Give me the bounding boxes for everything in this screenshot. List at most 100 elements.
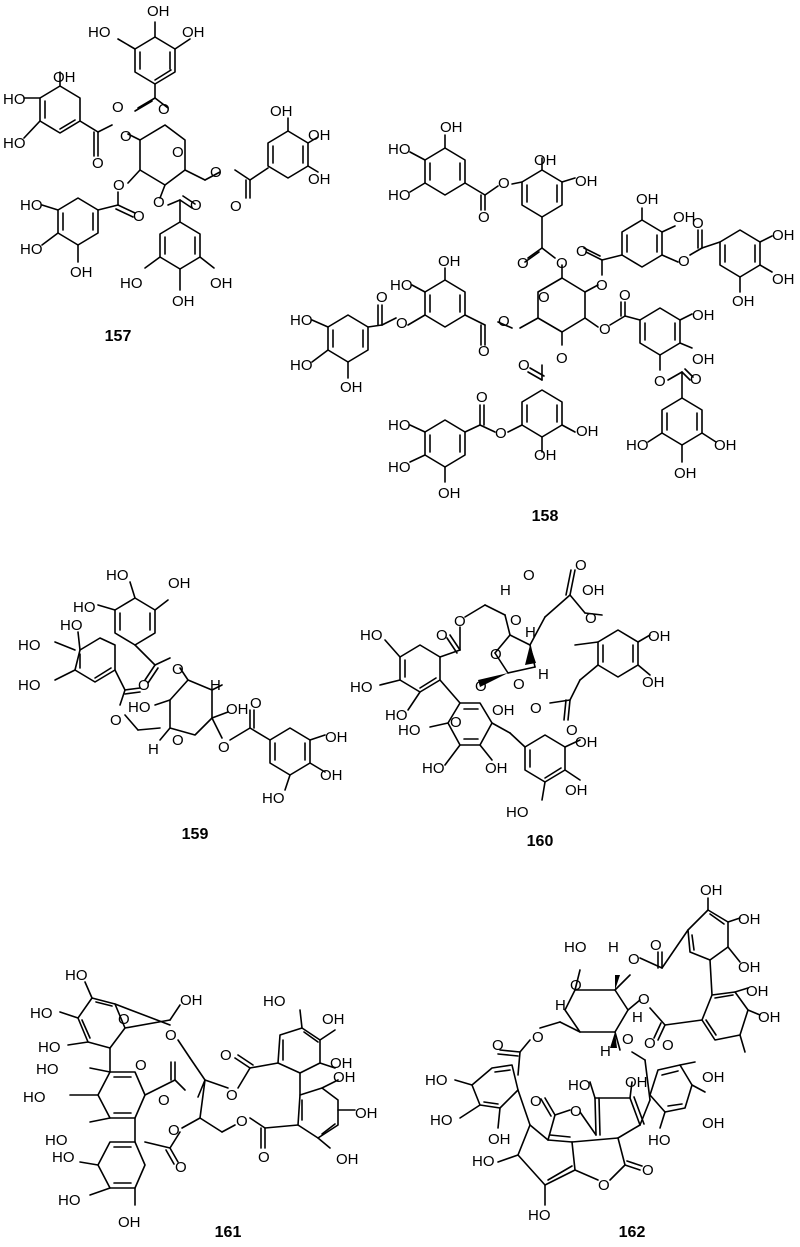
svg-text:OH: OH (575, 173, 598, 190)
svg-text:O: O (110, 712, 122, 729)
svg-text:O: O (258, 1149, 270, 1166)
svg-text:OH: OH (438, 485, 461, 502)
svg-text:OH: OH (702, 1069, 725, 1086)
svg-text:H: H (608, 939, 619, 956)
svg-text:O: O (654, 373, 666, 390)
svg-text:O: O (570, 977, 582, 994)
svg-text:OH: OH (534, 447, 557, 464)
svg-text:H: H (555, 997, 566, 1014)
svg-text:O: O (478, 209, 490, 226)
svg-text:O: O (538, 289, 550, 306)
svg-text:O: O (523, 567, 535, 584)
svg-text:O: O (490, 646, 502, 663)
svg-text:HO: HO (385, 707, 408, 724)
svg-text:O: O (622, 1031, 634, 1048)
compound-label-160: 160 (526, 833, 554, 850)
svg-text:O: O (172, 732, 184, 749)
svg-text:O: O (138, 677, 150, 694)
svg-text:O: O (236, 1113, 248, 1130)
svg-text:HO: HO (263, 993, 286, 1010)
svg-text:H: H (525, 624, 536, 641)
svg-text:O: O (220, 1047, 232, 1064)
svg-text:HO: HO (58, 1192, 81, 1209)
svg-text:HO: HO (52, 1149, 75, 1166)
svg-text:HO: HO (36, 1061, 59, 1078)
svg-text:O: O (478, 343, 490, 360)
svg-text:OH: OH (674, 465, 697, 482)
svg-text:O: O (518, 357, 530, 374)
svg-text:O: O (556, 350, 568, 367)
svg-text:OH: OH (70, 264, 93, 281)
svg-text:HO: HO (472, 1153, 495, 1170)
svg-text:OH: OH (118, 1214, 141, 1231)
svg-text:OH: OH (226, 701, 249, 718)
svg-text:HO: HO (388, 417, 411, 434)
svg-text:HO: HO (38, 1039, 61, 1056)
svg-text:OH: OH (492, 702, 515, 719)
svg-text:HO: HO (128, 699, 151, 716)
svg-text:O: O (532, 1029, 544, 1046)
svg-text:HO: HO (45, 1132, 68, 1149)
svg-text:O: O (513, 676, 525, 693)
svg-text:OH: OH (210, 275, 233, 292)
svg-text:OH: OH (714, 437, 737, 454)
svg-text:H: H (600, 1043, 611, 1060)
svg-text:OH: OH (700, 882, 723, 899)
svg-text:HO: HO (398, 722, 421, 739)
svg-text:O: O (530, 700, 542, 717)
svg-text:OH: OH (340, 379, 363, 396)
svg-text:HO: HO (20, 197, 43, 214)
svg-text:H: H (210, 677, 221, 694)
svg-text:H: H (500, 582, 511, 599)
svg-text:O: O (250, 695, 262, 712)
svg-text:HO: HO (290, 357, 313, 374)
svg-text:OH: OH (333, 1069, 356, 1086)
svg-text:OH: OH (575, 734, 598, 751)
svg-text:H: H (148, 741, 159, 758)
svg-text:HO: HO (506, 804, 529, 821)
svg-text:O: O (638, 991, 650, 1008)
svg-text:HO: HO (3, 135, 26, 152)
svg-text:OH: OH (758, 1009, 781, 1026)
svg-text:HO: HO (88, 24, 111, 41)
compound-label-162: 162 (618, 1224, 646, 1241)
svg-text:O: O (556, 255, 568, 272)
svg-text:O: O (570, 1103, 582, 1120)
svg-text:O: O (598, 1177, 610, 1194)
svg-text:OH: OH (565, 782, 588, 799)
svg-text:HO: HO (18, 677, 41, 694)
svg-text:OH: OH (534, 152, 557, 169)
svg-text:OH: OH (320, 767, 343, 784)
svg-text:OH: OH (673, 209, 696, 226)
svg-text:OH: OH (182, 24, 205, 41)
svg-text:O: O (226, 1087, 238, 1104)
svg-text:O: O (596, 277, 608, 294)
compound-label-161: 161 (214, 1224, 242, 1241)
svg-text:OH: OH (172, 293, 195, 310)
svg-text:OH: OH (692, 307, 715, 324)
svg-text:HO: HO (73, 599, 96, 616)
svg-text:HO: HO (18, 637, 41, 654)
compound-160-structure: HO HO HO O O H O O O OH O H O H O O OH O… (350, 557, 671, 821)
svg-text:OH: OH (485, 760, 508, 777)
svg-text:H: H (538, 666, 549, 683)
svg-text:HO: HO (360, 627, 383, 644)
svg-text:O: O (113, 177, 125, 194)
svg-text:OH: OH (738, 911, 761, 928)
svg-text:O: O (168, 1122, 180, 1139)
svg-text:O: O (133, 208, 145, 225)
svg-text:O: O (599, 321, 611, 338)
svg-text:O: O (662, 1037, 674, 1054)
svg-text:OH: OH (180, 992, 203, 1009)
svg-text:O: O (158, 1092, 170, 1109)
svg-text:OH: OH (308, 127, 331, 144)
compound-label-158: 158 (531, 508, 559, 525)
svg-text:O: O (642, 1162, 654, 1179)
svg-text:HO: HO (30, 1005, 53, 1022)
compound-162-structure: OH OH HO H O O OH O H O H OH OH H O O O … (425, 882, 781, 1224)
svg-text:OH: OH (325, 729, 348, 746)
svg-text:OH: OH (440, 119, 463, 136)
svg-text:O: O (172, 144, 184, 161)
svg-text:O: O (690, 371, 702, 388)
svg-text:O: O (575, 557, 587, 574)
